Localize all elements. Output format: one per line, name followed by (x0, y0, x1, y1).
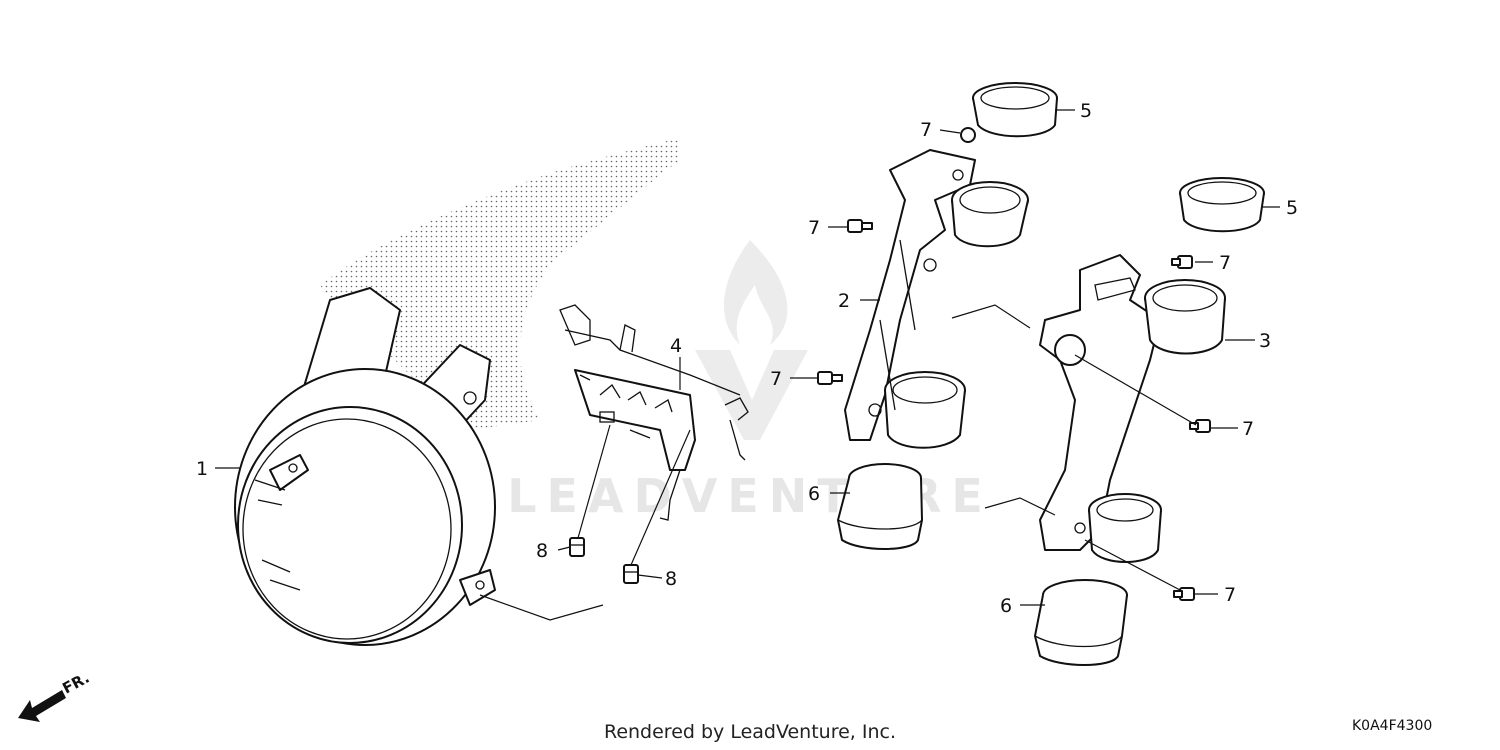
callout-7-d: 7 (1219, 252, 1231, 274)
callout-7-c: 7 (770, 368, 782, 390)
diagram-code: K0A4F4300 (1352, 718, 1432, 734)
callout-7-a: 7 (920, 119, 932, 141)
callout-3: 3 (1259, 330, 1271, 352)
callout-5-right: 5 (1286, 197, 1298, 219)
part-7-screw-f (1173, 587, 1195, 601)
part-5-cap-a (972, 82, 1058, 138)
part-7-screw-a (960, 127, 976, 143)
callout-2: 2 (838, 290, 850, 312)
callout-5-top: 5 (1080, 100, 1092, 122)
callout-7-f: 7 (1224, 584, 1236, 606)
part-7-screw-d (1171, 255, 1193, 269)
leader-lines (215, 109, 1280, 621)
callout-6-left: 6 (808, 483, 820, 505)
callout-1: 1 (196, 458, 208, 480)
callout-4: 4 (670, 335, 682, 357)
part-6-sleeve-a (837, 463, 923, 550)
stipple-shading (320, 138, 680, 430)
footer-credit: Rendered by LeadVenture, Inc. (604, 721, 896, 743)
part-5-cap-b (1179, 177, 1265, 233)
part-8-bolt-b (623, 564, 639, 584)
front-arrow-icon (18, 690, 66, 722)
callout-6-bottom: 6 (1000, 595, 1012, 617)
callout-8-left: 8 (536, 540, 548, 562)
part-6-sleeve-b (1034, 579, 1128, 666)
callout-labels: 1 2 3 4 5 5 6 6 7 7 7 7 7 7 8 8 (196, 100, 1298, 617)
part-1-headlight-case (234, 287, 496, 646)
part-2-holder (844, 149, 1029, 449)
callout-7-b: 7 (808, 217, 820, 239)
watermark-v-icon (695, 350, 808, 440)
front-direction-indicator: FR. (18, 669, 92, 722)
watermark-flame-icon (723, 240, 788, 345)
callout-8-right: 8 (665, 568, 677, 590)
part-4-bracket (559, 304, 749, 521)
front-label: FR. (59, 669, 92, 698)
part-7-screw-c (817, 371, 843, 385)
part-7-screw-e (1189, 419, 1211, 433)
part-7-screw-b (847, 219, 873, 233)
part-8-bolt-a (569, 537, 585, 557)
callout-7-e: 7 (1242, 418, 1254, 440)
part-3-holder (1039, 254, 1226, 563)
